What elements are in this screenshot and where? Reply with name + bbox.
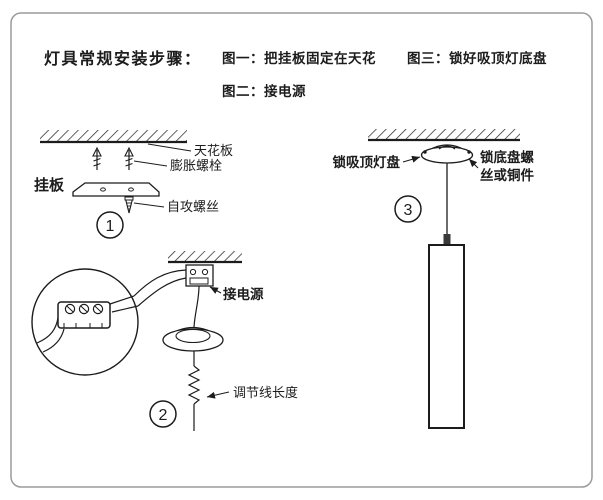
expansion-bolt-label: 膨胀螺栓 bbox=[170, 158, 222, 173]
wire-out-of-block bbox=[111, 305, 139, 313]
step2-number: 2 bbox=[159, 407, 168, 424]
wire-to-magnifier bbox=[137, 277, 187, 307]
step1-number: 1 bbox=[106, 218, 115, 235]
plate-label: 挂板 bbox=[34, 176, 65, 194]
screw-label: 自攻螺丝 bbox=[167, 199, 219, 214]
wire-connector-to-canopy bbox=[193, 285, 200, 328]
mounting-plate-icon bbox=[72, 182, 160, 197]
ceiling-hatch-icon bbox=[40, 130, 187, 144]
canopy-icon bbox=[162, 326, 224, 352]
figure-3: 锁吸顶灯盘 锁底盘螺 丝或铜件 3 bbox=[333, 129, 534, 429]
leader-screw bbox=[133, 202, 165, 208]
canopy-label: 锁吸顶灯盘 bbox=[333, 154, 401, 170]
step3-number: 3 bbox=[404, 202, 413, 219]
figure-1: 天花板 膨胀螺栓 挂板 自攻螺丝 bbox=[34, 130, 233, 239]
expansion-bolt-icon bbox=[124, 146, 134, 170]
canopy-arrow bbox=[402, 155, 421, 163]
wire-to-magnifier bbox=[133, 269, 187, 297]
wire-coil-icon bbox=[187, 365, 201, 405]
power-label: 接电源 bbox=[223, 286, 264, 302]
caption-fig2: 图二：接电源 bbox=[222, 83, 306, 99]
wire-length-label: 调节线长度 bbox=[233, 385, 298, 400]
pendant-lamp-body bbox=[428, 244, 465, 429]
leader-expansion-bolt bbox=[133, 160, 168, 167]
leader-ceiling bbox=[147, 143, 192, 152]
step3-number-circle bbox=[394, 195, 422, 223]
wire-connector-nub bbox=[443, 234, 451, 245]
wire-length-arrow bbox=[206, 391, 230, 399]
caption-fig1: 图一：把挂板固定在天花 bbox=[222, 50, 376, 66]
caption-fig3: 图三：锁好吸顶灯底盘 bbox=[407, 50, 547, 66]
step2-number-circle bbox=[149, 400, 177, 428]
power-arrow bbox=[209, 286, 222, 294]
base-screw-label-line1: 锁底盘螺 bbox=[480, 149, 534, 165]
ceiling-hatch-icon bbox=[168, 251, 242, 264]
power-connector-icon bbox=[185, 264, 214, 287]
terminal-block-icon bbox=[57, 301, 111, 329]
wire-into-block bbox=[36, 317, 59, 344]
page-title: 灯具常规安装步骤： bbox=[44, 49, 202, 68]
figure-2: 接电源 调节线长度 2 bbox=[31, 251, 298, 431]
expansion-bolt-icon bbox=[92, 146, 102, 170]
step1-number-circle bbox=[96, 211, 124, 239]
ceiling-hatch-icon bbox=[368, 129, 520, 142]
ceiling-label: 天花板 bbox=[194, 143, 233, 158]
wire-into-block bbox=[42, 328, 65, 353]
wire-out-of-block bbox=[109, 295, 135, 305]
self-tapping-screw-icon bbox=[124, 196, 134, 214]
base-screw-arrow bbox=[468, 158, 479, 169]
base-screw-label-line2: 丝或铜件 bbox=[480, 167, 534, 183]
